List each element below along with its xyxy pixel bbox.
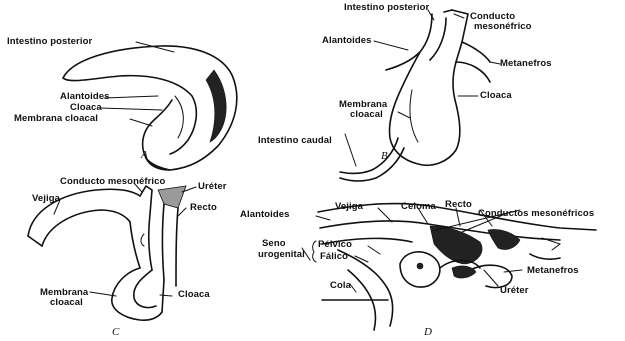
label-d-cola: Cola bbox=[330, 281, 351, 291]
label-d-vejiga: Vejiga bbox=[335, 202, 363, 212]
label-b-metanefros: Metanefros bbox=[500, 59, 552, 69]
label-c-cloaca: Cloaca bbox=[178, 290, 210, 300]
label-b-alantoides: Alantoides bbox=[322, 36, 372, 46]
panel-letter-a: A bbox=[141, 149, 148, 161]
label-d-ureter: Uréter bbox=[500, 286, 529, 296]
label-c-recto: Recto bbox=[190, 203, 217, 213]
label-b-mesonefrico: mesonéfrico bbox=[474, 22, 532, 32]
label-d-falico: Fálico bbox=[320, 252, 348, 262]
label-b-cloacal: cloacal bbox=[350, 110, 383, 120]
label-c-ureter: Uréter bbox=[198, 182, 227, 192]
label-a-membrana-cloacal: Membrana cloacal bbox=[14, 114, 98, 124]
label-d-urogenital: urogenital bbox=[258, 250, 305, 260]
panel-letter-b: B bbox=[381, 150, 388, 162]
label-d-conductos-mesonefricos: Conductos mesonéfricos bbox=[478, 209, 594, 219]
label-d-pelvico: Pélvico bbox=[318, 240, 352, 250]
label-d-seno: Seno bbox=[262, 239, 286, 249]
label-a-cloaca: Cloaca bbox=[70, 103, 102, 113]
panel-letter-c: C bbox=[112, 326, 119, 338]
label-d-recto: Recto bbox=[445, 200, 472, 210]
label-d-celoma: Celoma bbox=[401, 202, 436, 212]
label-a-alantoides: Alantoides bbox=[60, 92, 110, 102]
label-c-vejiga: Vejiga bbox=[32, 194, 60, 204]
label-c-cloacal: cloacal bbox=[50, 298, 83, 308]
label-d-metanefros: Metanefros bbox=[527, 266, 579, 276]
label-b-intestino-caudal: Intestino caudal bbox=[258, 136, 332, 146]
label-a-intestino-posterior: Intestino posterior bbox=[7, 37, 92, 47]
label-b-intestino-posterior: Intestino posterior bbox=[344, 3, 429, 13]
label-c-conducto-mesonefrico: Conducto mesonéfrico bbox=[60, 177, 165, 187]
panel-letter-d: D bbox=[424, 326, 432, 338]
label-b-cloaca: Cloaca bbox=[480, 91, 512, 101]
label-d-alantoides: Alantoides bbox=[240, 210, 290, 220]
